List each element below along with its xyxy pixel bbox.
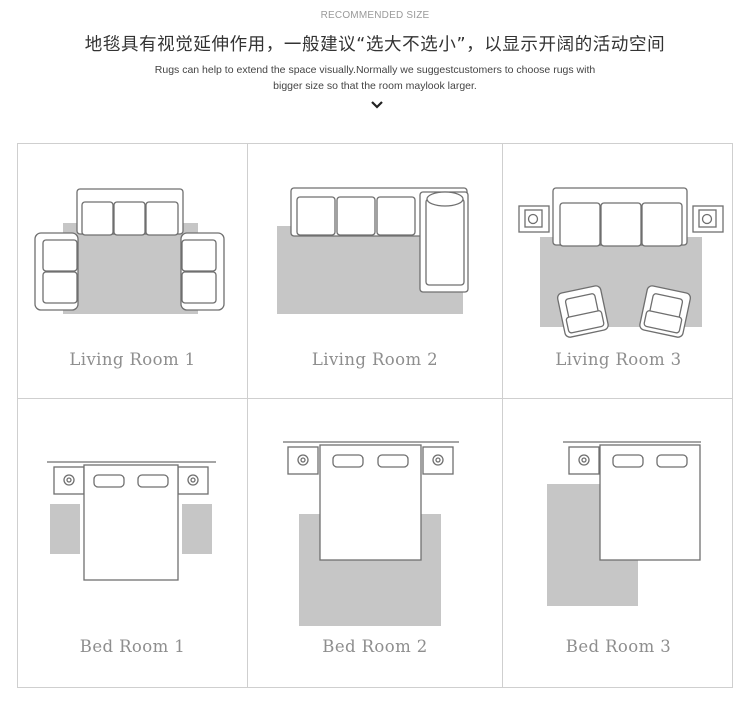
room-label: Living Room 3	[555, 350, 682, 369]
room-card-living-room-1: Living Room 1	[18, 144, 247, 398]
rug	[182, 504, 212, 554]
room-label: Living Room 2	[311, 350, 439, 369]
room-layout-grid: Living Room 1 Living Room 2	[17, 143, 733, 688]
header-eyebrow: RECOMMENDED SIZE	[320, 10, 430, 21]
living-room-3-diagram	[518, 187, 724, 338]
page-title: 地毯具有视觉延伸作用，一般建议“选大不选小”，以显示开阔的活动空间	[84, 35, 666, 55]
description-line-2: bigger size so that the room maylook lar…	[273, 79, 477, 92]
bed-room-1-diagram	[47, 461, 216, 581]
living-room-1-diagram	[34, 188, 225, 314]
description-line-1: Rugs can help to extend the space visual…	[154, 64, 596, 76]
rug	[50, 504, 80, 554]
room-card-living-room-2: Living Room 2	[248, 144, 502, 398]
room-card-living-room-3: Living Room 3	[503, 144, 734, 398]
room-card-bed-room-2: Bed Room 2	[248, 399, 502, 689]
rug	[63, 223, 198, 314]
page-description: Rugs can help to extend the space visual…	[120, 63, 630, 94]
chevron-down-icon	[371, 101, 383, 109]
bed-room-3-diagram	[547, 441, 701, 606]
grid-divider	[247, 144, 248, 687]
room-card-bed-room-3: Bed Room 3	[503, 399, 734, 689]
room-card-bed-room-1: Bed Room 1	[18, 399, 247, 689]
room-label: Bed Room 1	[79, 637, 186, 656]
room-label: Bed Room 2	[322, 637, 428, 656]
bed-room-2-diagram	[283, 441, 459, 626]
living-room-2-diagram	[277, 187, 469, 314]
room-label: Living Room 1	[69, 350, 196, 369]
grid-divider	[502, 144, 503, 687]
room-label: Bed Room 3	[565, 637, 672, 656]
grid-divider	[18, 398, 732, 399]
